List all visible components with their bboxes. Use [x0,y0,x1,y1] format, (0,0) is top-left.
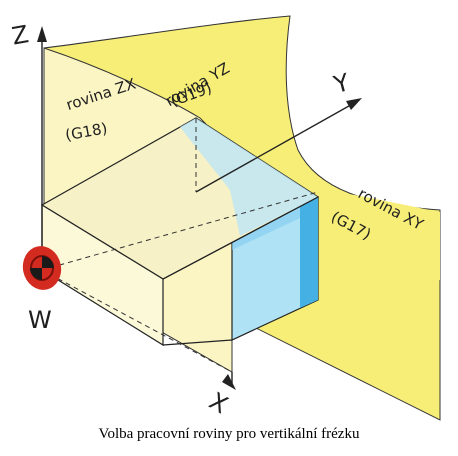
axis-label-y: Y [330,68,353,99]
y-axis [195,101,357,193]
block-front-right-edge [162,196,319,280]
workpiece-zero-marker-icon [22,246,62,290]
axis-label-x: X [204,387,232,419]
block-side-shadow [300,197,318,308]
y-axis-arrow [346,98,362,110]
axis-label-z: Z [10,20,31,50]
block-side-shadow-lower [232,205,300,250]
hidden-edge-mid [41,191,319,271]
origin-label-w: W [28,306,52,334]
x-axis-arrow [222,374,236,390]
z-axis-arrow [37,26,47,42]
block-top-tint [180,118,318,236]
figure-caption: Volba pracovní roviny pro vertikální fré… [98,426,360,442]
block-bottom-edge [162,339,233,346]
